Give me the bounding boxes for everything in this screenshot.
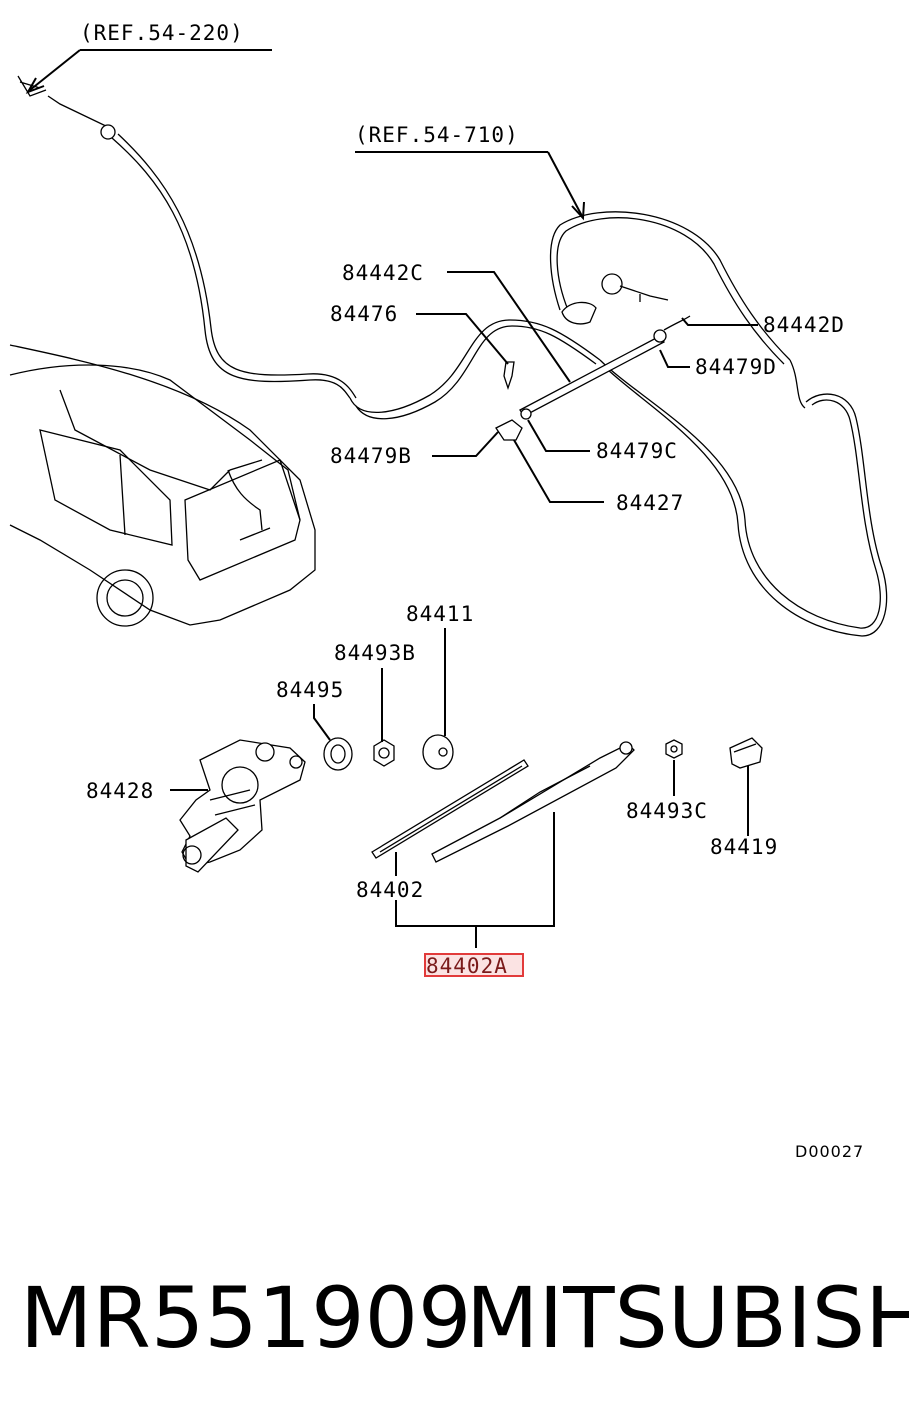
label-84442c[interactable]: 84442C	[342, 261, 424, 285]
label-84411[interactable]: 84411	[406, 602, 474, 626]
highlight-box-84402a	[424, 953, 524, 977]
label-84442d[interactable]: 84442D	[763, 313, 845, 337]
washer-nozzle-assembly	[495, 315, 691, 441]
label-84493b[interactable]: 84493B	[334, 641, 416, 665]
leader-lines	[170, 271, 758, 948]
brand-name: MITSUBISHI	[466, 1269, 909, 1367]
label-84476[interactable]: 84476	[330, 302, 398, 326]
label-84419[interactable]: 84419	[710, 835, 778, 859]
nut-84493b	[373, 739, 395, 767]
label-84495[interactable]: 84495	[276, 678, 344, 702]
diagram-code: D00027	[795, 1142, 864, 1161]
ref-54-220-callout: (REF.54-220)	[25, 21, 272, 94]
grommet-84495	[323, 737, 353, 771]
label-84402[interactable]: 84402	[356, 878, 424, 902]
car-silhouette	[9, 344, 316, 627]
label-84427[interactable]: 84427	[616, 491, 684, 515]
label-84428[interactable]: 84428	[86, 779, 154, 803]
cover-84419	[729, 737, 763, 769]
label-84479c[interactable]: 84479C	[596, 439, 678, 463]
ref-54-710-callout: (REF.54-710)	[355, 123, 585, 221]
wiper-blade-84402	[371, 759, 529, 859]
label-84402a[interactable]: 84402A	[426, 954, 508, 978]
wiper-motor	[179, 739, 306, 873]
part-number: MR551909	[20, 1269, 472, 1367]
label-84479d[interactable]: 84479D	[695, 355, 777, 379]
label-84493c[interactable]: 84493C	[626, 799, 708, 823]
cap-84411	[422, 734, 454, 770]
label-84479b[interactable]: 84479B	[330, 444, 412, 468]
part-labels: 84442C 84476 84442D 84479D 84479B 84479C…	[86, 261, 845, 978]
ref-54-710-label: (REF.54-710)	[355, 123, 519, 147]
wiper-arm	[431, 741, 635, 863]
washer-hose-left	[17, 75, 601, 420]
nut-84493c	[665, 739, 683, 759]
washer-hose-right	[549, 211, 888, 637]
footer: MR551909 MITSUBISHI	[0, 1255, 909, 1375]
ref-54-220-label: (REF.54-220)	[80, 21, 244, 45]
